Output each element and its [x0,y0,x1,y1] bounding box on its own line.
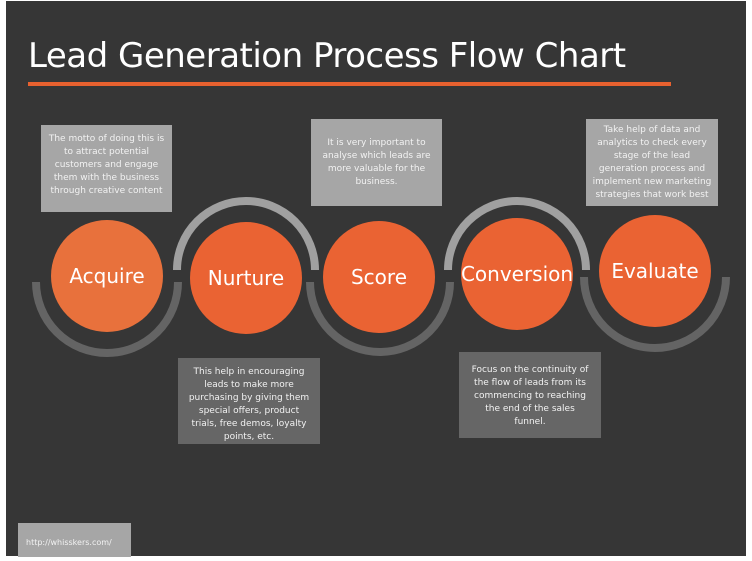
step-score: Score [323,221,435,333]
evaluate-description: Take help of data and analytics to check… [586,119,718,206]
nurture-description: This help in encouraging leads to make m… [178,358,320,444]
title-underline [28,82,671,86]
acquire-description: The motto of doing this is to attract po… [41,125,172,212]
conversion-arc [444,197,590,271]
score-arc [306,281,454,356]
step-evaluate: Evaluate [599,215,711,327]
conversion-description: Focus on the continuity of the flow of l… [459,352,601,438]
acquire-arc [32,281,182,357]
evaluate-arc [580,276,730,352]
step-nurture: Nurture [190,222,302,334]
score-description: It is very important to analyse which le… [311,119,442,206]
step-conversion: Conversion [461,218,573,330]
nurture-arc [173,197,319,271]
page-title: Lead Generation Process Flow Chart [28,36,626,76]
step-acquire: Acquire [51,220,163,332]
source-link[interactable]: http://whisskers.com/ [18,523,131,557]
